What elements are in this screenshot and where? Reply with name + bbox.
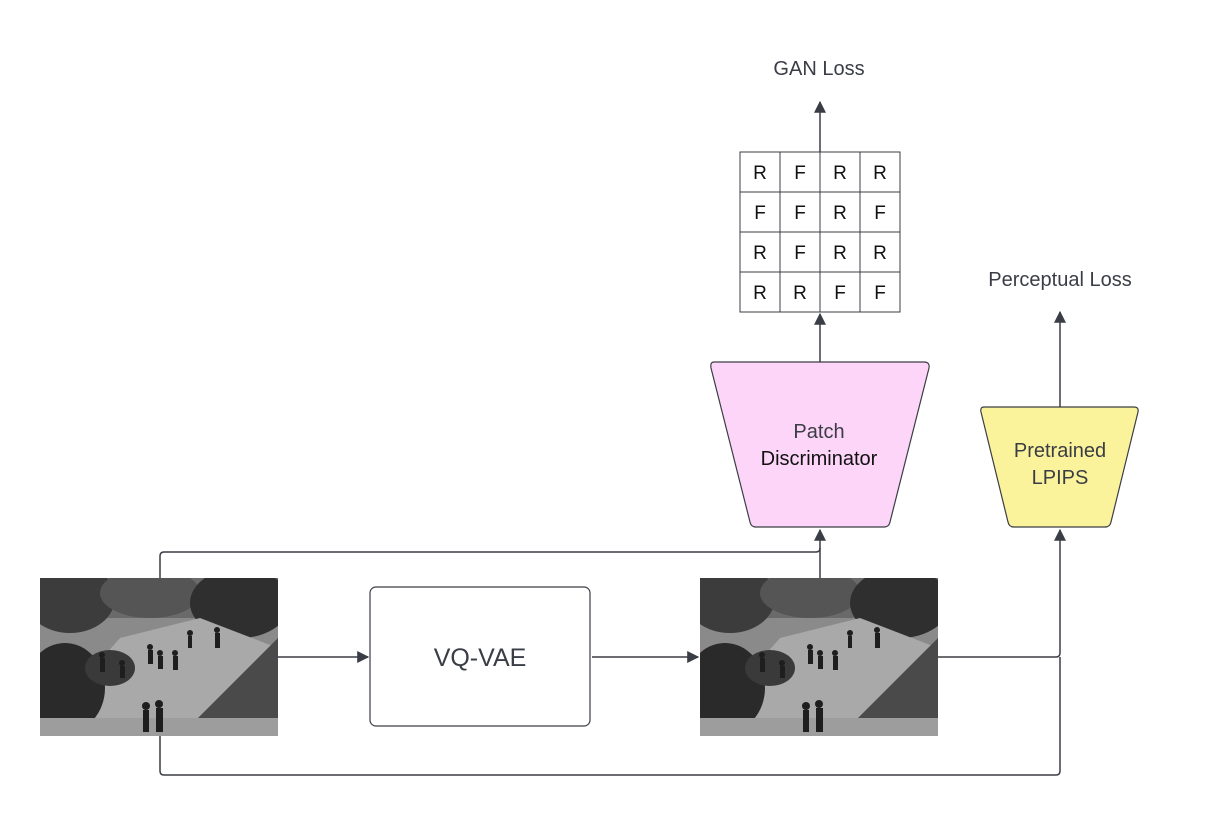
patch-cell-label: R [833,203,847,224]
patch-cell-label: R [753,163,767,184]
patch-cell [819,231,861,273]
patch-cell [779,231,821,273]
patch-cell-label: F [754,203,766,224]
patch-cell-label: R [753,243,767,264]
lpips-shape [980,406,1139,528]
lpips-label-line2: LPIPS [1032,467,1089,489]
vqvae-label: VQ-VAE [434,644,527,672]
patch-cell-label: R [833,163,847,184]
reconstructed-image [700,578,938,736]
input-to-discriminator-line [159,528,826,578]
patch-cell-label: F [794,163,806,184]
patch-cell-label: R [833,243,847,264]
patch-cell [739,191,781,233]
patch-cell-label: R [793,283,807,304]
connector-lines [159,100,1066,776]
patch-cell-label: F [834,283,846,304]
patch-cell [819,271,861,313]
patch-discriminator-label-line2: Discriminator [761,448,878,470]
patch-discriminator-label-line1: Patch [793,421,844,443]
patch-cell-label: R [753,283,767,304]
input-image [40,578,278,736]
patch-cell-label: F [874,283,886,304]
patch-cell-label: F [794,203,806,224]
input-to-lpips-line [159,657,1061,776]
patch-cell [779,191,821,233]
lpips-label-line1: Pretrained [1014,440,1106,462]
patch-cell-label: R [873,243,887,264]
vqvae-box [369,586,591,727]
patch-cell [819,151,861,193]
patch-discriminator-shape [710,361,930,528]
output-to-lpips-line [938,528,1066,658]
patch-cell [859,151,901,193]
patch-cell [859,271,901,313]
patch-cell-label: F [874,203,886,224]
patch-cell-label: R [873,163,887,184]
patch-cell [859,191,901,233]
patch-cell [859,231,901,273]
perceptual-loss-label: Perceptual Loss [988,269,1131,291]
gan-loss-label: GAN Loss [773,58,864,80]
patch-cell-label: F [794,243,806,264]
